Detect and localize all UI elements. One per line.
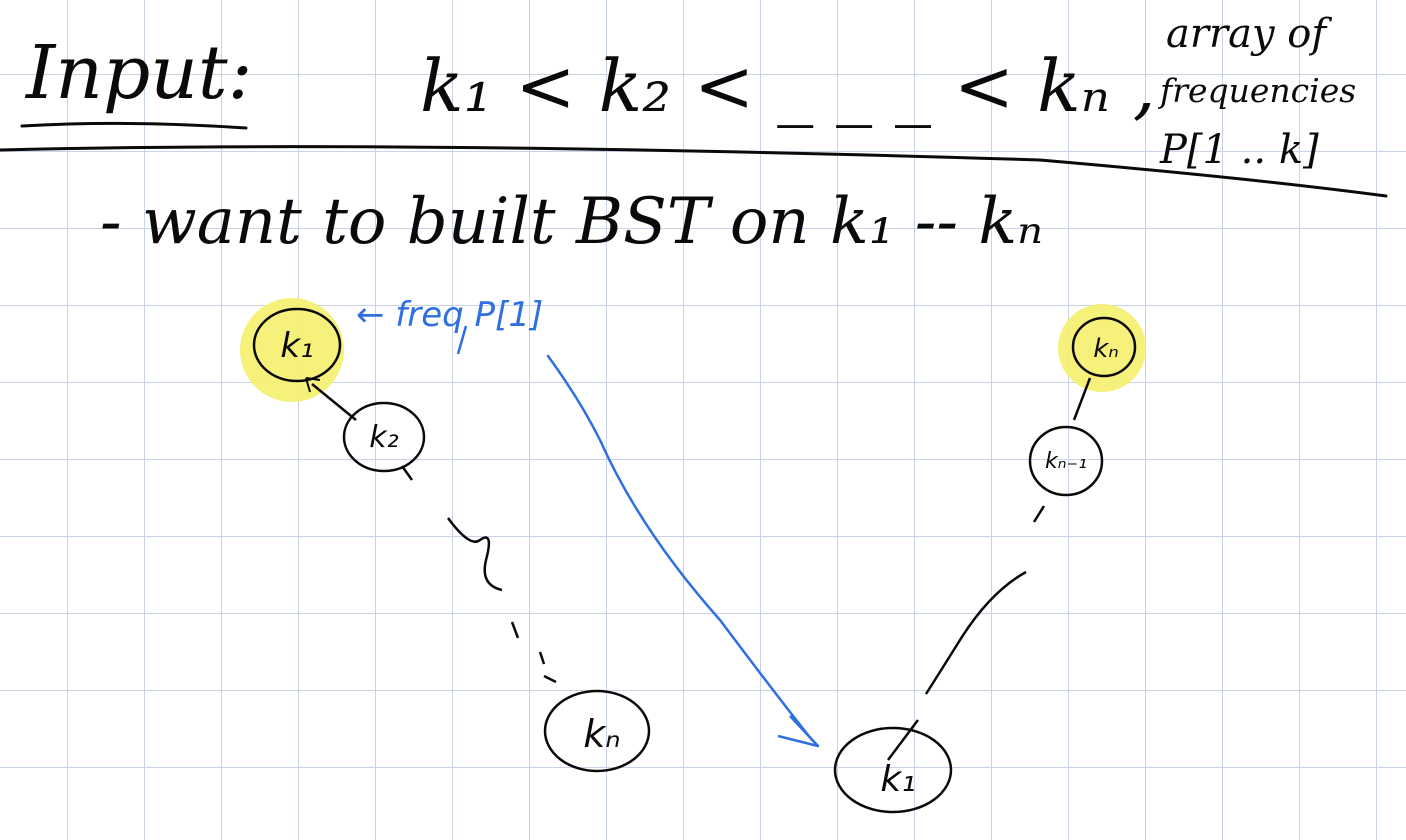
node-kn-left-label: kₙ bbox=[583, 712, 621, 756]
blue-arrow-curve bbox=[546, 354, 814, 742]
array-note-line3: P[1 .. k] bbox=[1160, 127, 1319, 173]
node-k1-circle bbox=[252, 307, 342, 383]
edge-dash-1 bbox=[400, 465, 414, 481]
input-underline bbox=[20, 121, 248, 130]
edge-dash-2 bbox=[510, 621, 520, 639]
edge-dash-3 bbox=[538, 651, 557, 684]
edge-right-into-k1 bbox=[887, 719, 919, 761]
divider-line bbox=[0, 145, 1388, 198]
node-kn1-circle bbox=[1028, 425, 1104, 497]
edge-squiggle bbox=[446, 517, 503, 592]
node-k1-label: k₁ bbox=[280, 326, 314, 366]
node-kn1-label: kₙ₋₁ bbox=[1045, 449, 1087, 474]
blue-tick bbox=[456, 325, 468, 355]
node-k1-right-circle bbox=[833, 726, 953, 814]
node-kn-right-label: kₙ bbox=[1093, 334, 1119, 364]
edge-k1-k2 bbox=[311, 383, 357, 421]
edge-k1-arrowhead bbox=[305, 377, 321, 393]
array-note-line2: frequencies bbox=[1160, 71, 1357, 110]
array-note-line1: array of bbox=[1166, 11, 1327, 57]
node-k2-circle bbox=[342, 401, 426, 473]
node-kn-right-circle bbox=[1071, 316, 1137, 378]
edge-right-long bbox=[924, 570, 1027, 695]
freq-annotation: ← freq P[1] bbox=[356, 295, 544, 335]
input-label: Input: bbox=[26, 30, 253, 116]
node-k2-label: k₂ bbox=[369, 420, 399, 455]
node-k1-right-label: k₁ bbox=[880, 759, 916, 800]
edge-kn-kn1 bbox=[1072, 377, 1092, 421]
node-kn-left-circle bbox=[543, 689, 651, 773]
blue-arrowhead bbox=[777, 715, 820, 748]
key-sequence: k₁ < k₂ < _ _ _ < kₙ , bbox=[420, 44, 1156, 128]
edge-dash-right-1 bbox=[1032, 505, 1046, 523]
goal-statement: - want to built BST on k₁ -- kₙ bbox=[100, 185, 1044, 259]
